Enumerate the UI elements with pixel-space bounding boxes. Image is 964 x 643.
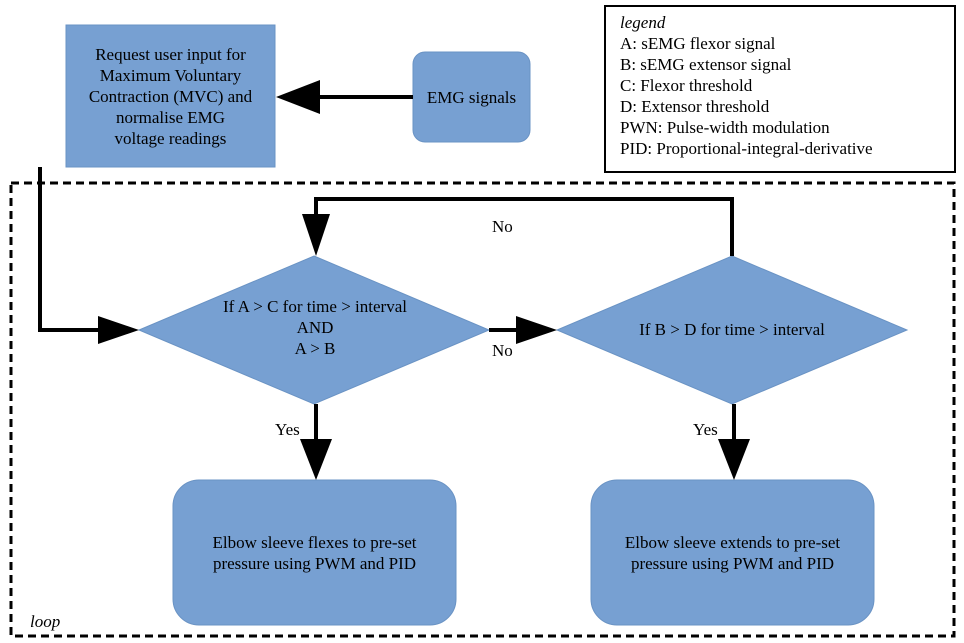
- legend-item: A: sEMG flexor signal: [620, 34, 776, 53]
- edge-label-no-middle: No: [492, 341, 513, 360]
- flex-action-line: Elbow sleeve flexes to pre-set: [212, 532, 417, 552]
- decision-extend-text: If B > D for time > interval: [639, 319, 825, 339]
- arrowhead-into-decision-extend: [516, 316, 557, 344]
- arrowhead-into-flex-action: [300, 439, 332, 480]
- extend-action-label: Elbow sleeve extends to pre-set pressure…: [591, 480, 874, 625]
- legend-title: legend: [620, 13, 666, 32]
- edge-extend-no-loop-back: [314, 197, 734, 256]
- emg-signals-text: EMG signals: [426, 87, 517, 107]
- request-input-label: Request user input for Maximum Voluntary…: [66, 25, 275, 167]
- legend-item: B: sEMG extensor signal: [620, 55, 792, 74]
- decision-flex-line: If A > C for time > interval: [223, 296, 407, 316]
- request-input-box: [65, 24, 276, 168]
- arrowhead-loop-back: [302, 214, 330, 256]
- request-input-line: Contraction (MVC) and: [88, 86, 253, 106]
- request-input-line: normalise EMG: [115, 107, 226, 127]
- extend-action-line: pressure using PWM and PID: [630, 553, 835, 573]
- loop-label: loop: [30, 612, 61, 631]
- arrowhead-into-decision-flex: [98, 316, 139, 344]
- edge-request-to-decision-flex: [38, 167, 98, 332]
- decision-extend-label: If B > D for time > interval: [590, 308, 874, 350]
- decision-flex-line: A > B: [294, 338, 336, 358]
- flex-action-line: pressure using PWM and PID: [212, 553, 417, 573]
- flex-action-label: Elbow sleeve flexes to pre-set pressure …: [173, 480, 456, 625]
- edge-label-yes-right: Yes: [693, 420, 718, 439]
- request-input-line: Maximum Voluntary: [99, 65, 242, 85]
- arrowhead-into-request: [276, 80, 320, 114]
- connector-lines: [38, 95, 736, 439]
- decision-flex-line: AND: [296, 317, 334, 337]
- legend-item: D: Extensor threshold: [620, 97, 770, 116]
- request-input-line: Request user input for: [95, 44, 246, 64]
- edge-label-yes-left: Yes: [275, 420, 300, 439]
- legend-item: PID: Proportional-integral-derivative: [620, 139, 873, 158]
- flex-action-box: [172, 479, 457, 626]
- emg-signals-label: EMG signals: [413, 52, 530, 142]
- legend-item: C: Flexor threshold: [620, 76, 753, 95]
- extend-action-line: Elbow sleeve extends to pre-set: [624, 532, 841, 552]
- arrowhead-into-extend-action: [718, 439, 750, 480]
- loop-boundary: [9, 181, 956, 638]
- request-input-line: voltage readings: [114, 128, 227, 148]
- decision-flex-label: If A > C for time > interval AND A > B: [170, 285, 460, 369]
- legend-item: PWN: Pulse-width modulation: [620, 118, 830, 137]
- extend-action-box: [590, 479, 875, 626]
- edge-label-no-top: No: [492, 217, 513, 236]
- arrowheads: [98, 80, 750, 480]
- legend-box: legend A: sEMG flexor signal B: sEMG ext…: [604, 5, 956, 173]
